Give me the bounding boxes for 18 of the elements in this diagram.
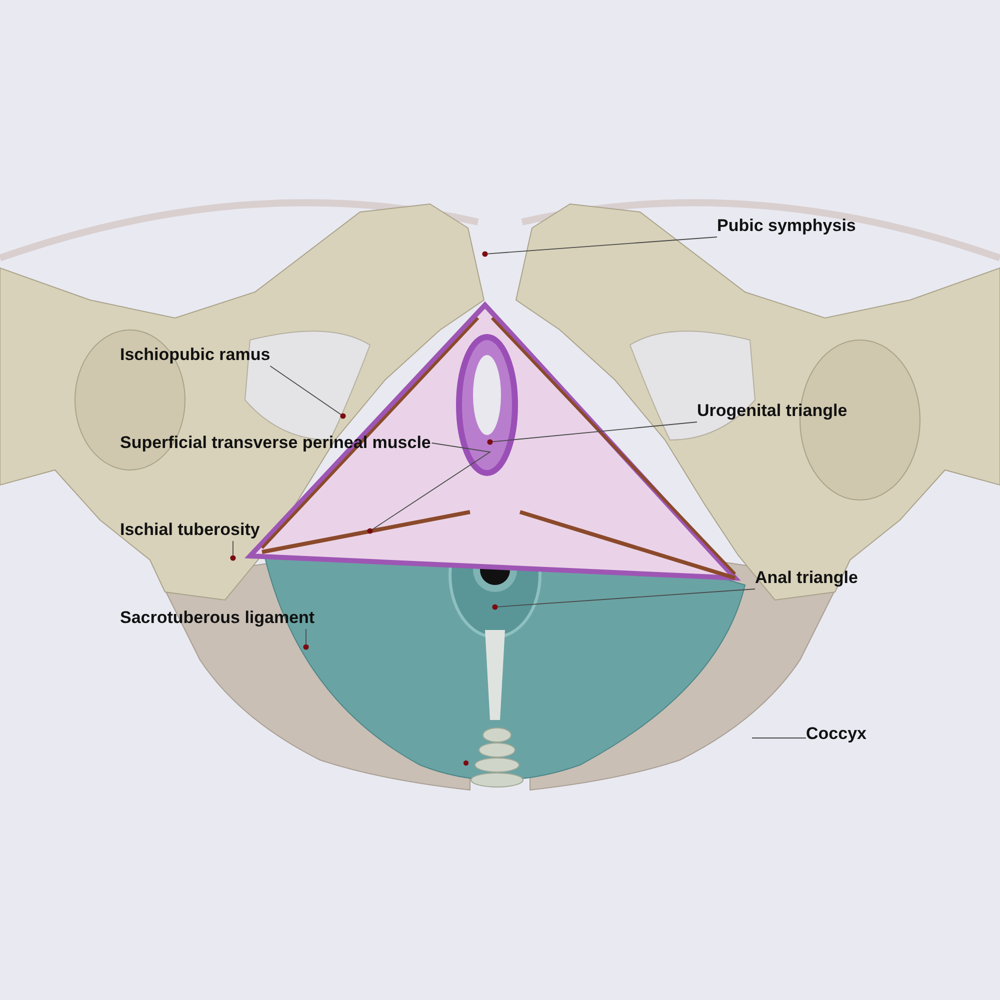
leader-line <box>372 442 492 530</box>
part-label: Ischiopubic ramus <box>120 344 270 366</box>
part-label: Urogenital triangle <box>697 400 848 422</box>
part-label: Ischial tuberosity <box>120 519 260 541</box>
part-label: Anal triangle <box>755 567 858 589</box>
marker-dot <box>367 528 373 534</box>
marker-dot <box>230 555 236 561</box>
leader-line <box>232 540 234 556</box>
marker-dot <box>340 413 346 419</box>
marker-dot <box>303 644 309 650</box>
part-label: Pubic symphysis <box>717 215 856 237</box>
marker-dot <box>487 439 493 445</box>
marker-dot <box>492 604 498 610</box>
leader-line <box>487 236 718 254</box>
marker-dot <box>482 251 488 257</box>
part-label: Coccyx <box>806 723 866 745</box>
leader-line <box>270 366 342 415</box>
leader-line <box>492 422 698 442</box>
